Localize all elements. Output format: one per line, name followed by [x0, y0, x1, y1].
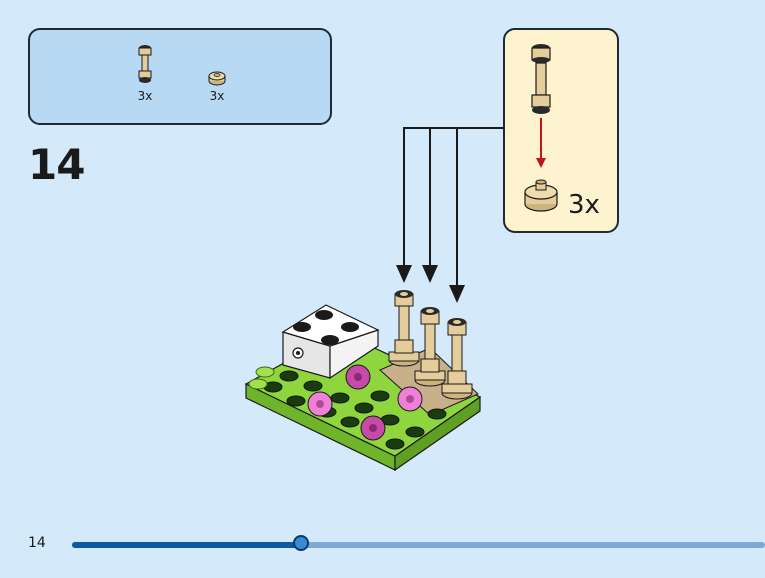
bar-with-connectors-icon — [138, 45, 152, 83]
sub-assembly-panel: 3x — [503, 28, 619, 233]
part-quantity: 3x — [209, 89, 225, 103]
parts-list-panel: 3x 3x — [28, 28, 332, 125]
sub-assembly-illustration — [524, 44, 558, 212]
sub-assembly-quantity: 3x — [568, 190, 600, 220]
white-brick — [281, 304, 380, 380]
callout-connector-lines — [403, 127, 505, 290]
pillar-3 — [441, 318, 473, 400]
part-round-tile: 3x — [197, 68, 237, 103]
pillar-2 — [414, 307, 446, 387]
bar-part-icon — [531, 44, 551, 114]
pillar-1 — [388, 290, 420, 367]
red-arrow-head-icon — [536, 158, 546, 168]
down-arrow-icon — [449, 285, 465, 303]
progress-track — [72, 542, 765, 548]
round-tile-part-icon — [524, 179, 558, 212]
round-tile-icon — [208, 71, 226, 86]
down-arrow-icon — [396, 265, 412, 283]
down-arrow-icon — [422, 265, 438, 283]
step-number: 14 — [28, 140, 85, 189]
part-bar-with-connectors: 3x — [125, 44, 165, 103]
pink-flowers — [307, 364, 423, 441]
tan-pillars — [388, 290, 473, 400]
part-quantity: 3x — [137, 89, 153, 103]
progress-knob[interactable] — [293, 535, 309, 551]
page-number: 14 — [28, 535, 46, 551]
progress-fill — [72, 542, 301, 548]
